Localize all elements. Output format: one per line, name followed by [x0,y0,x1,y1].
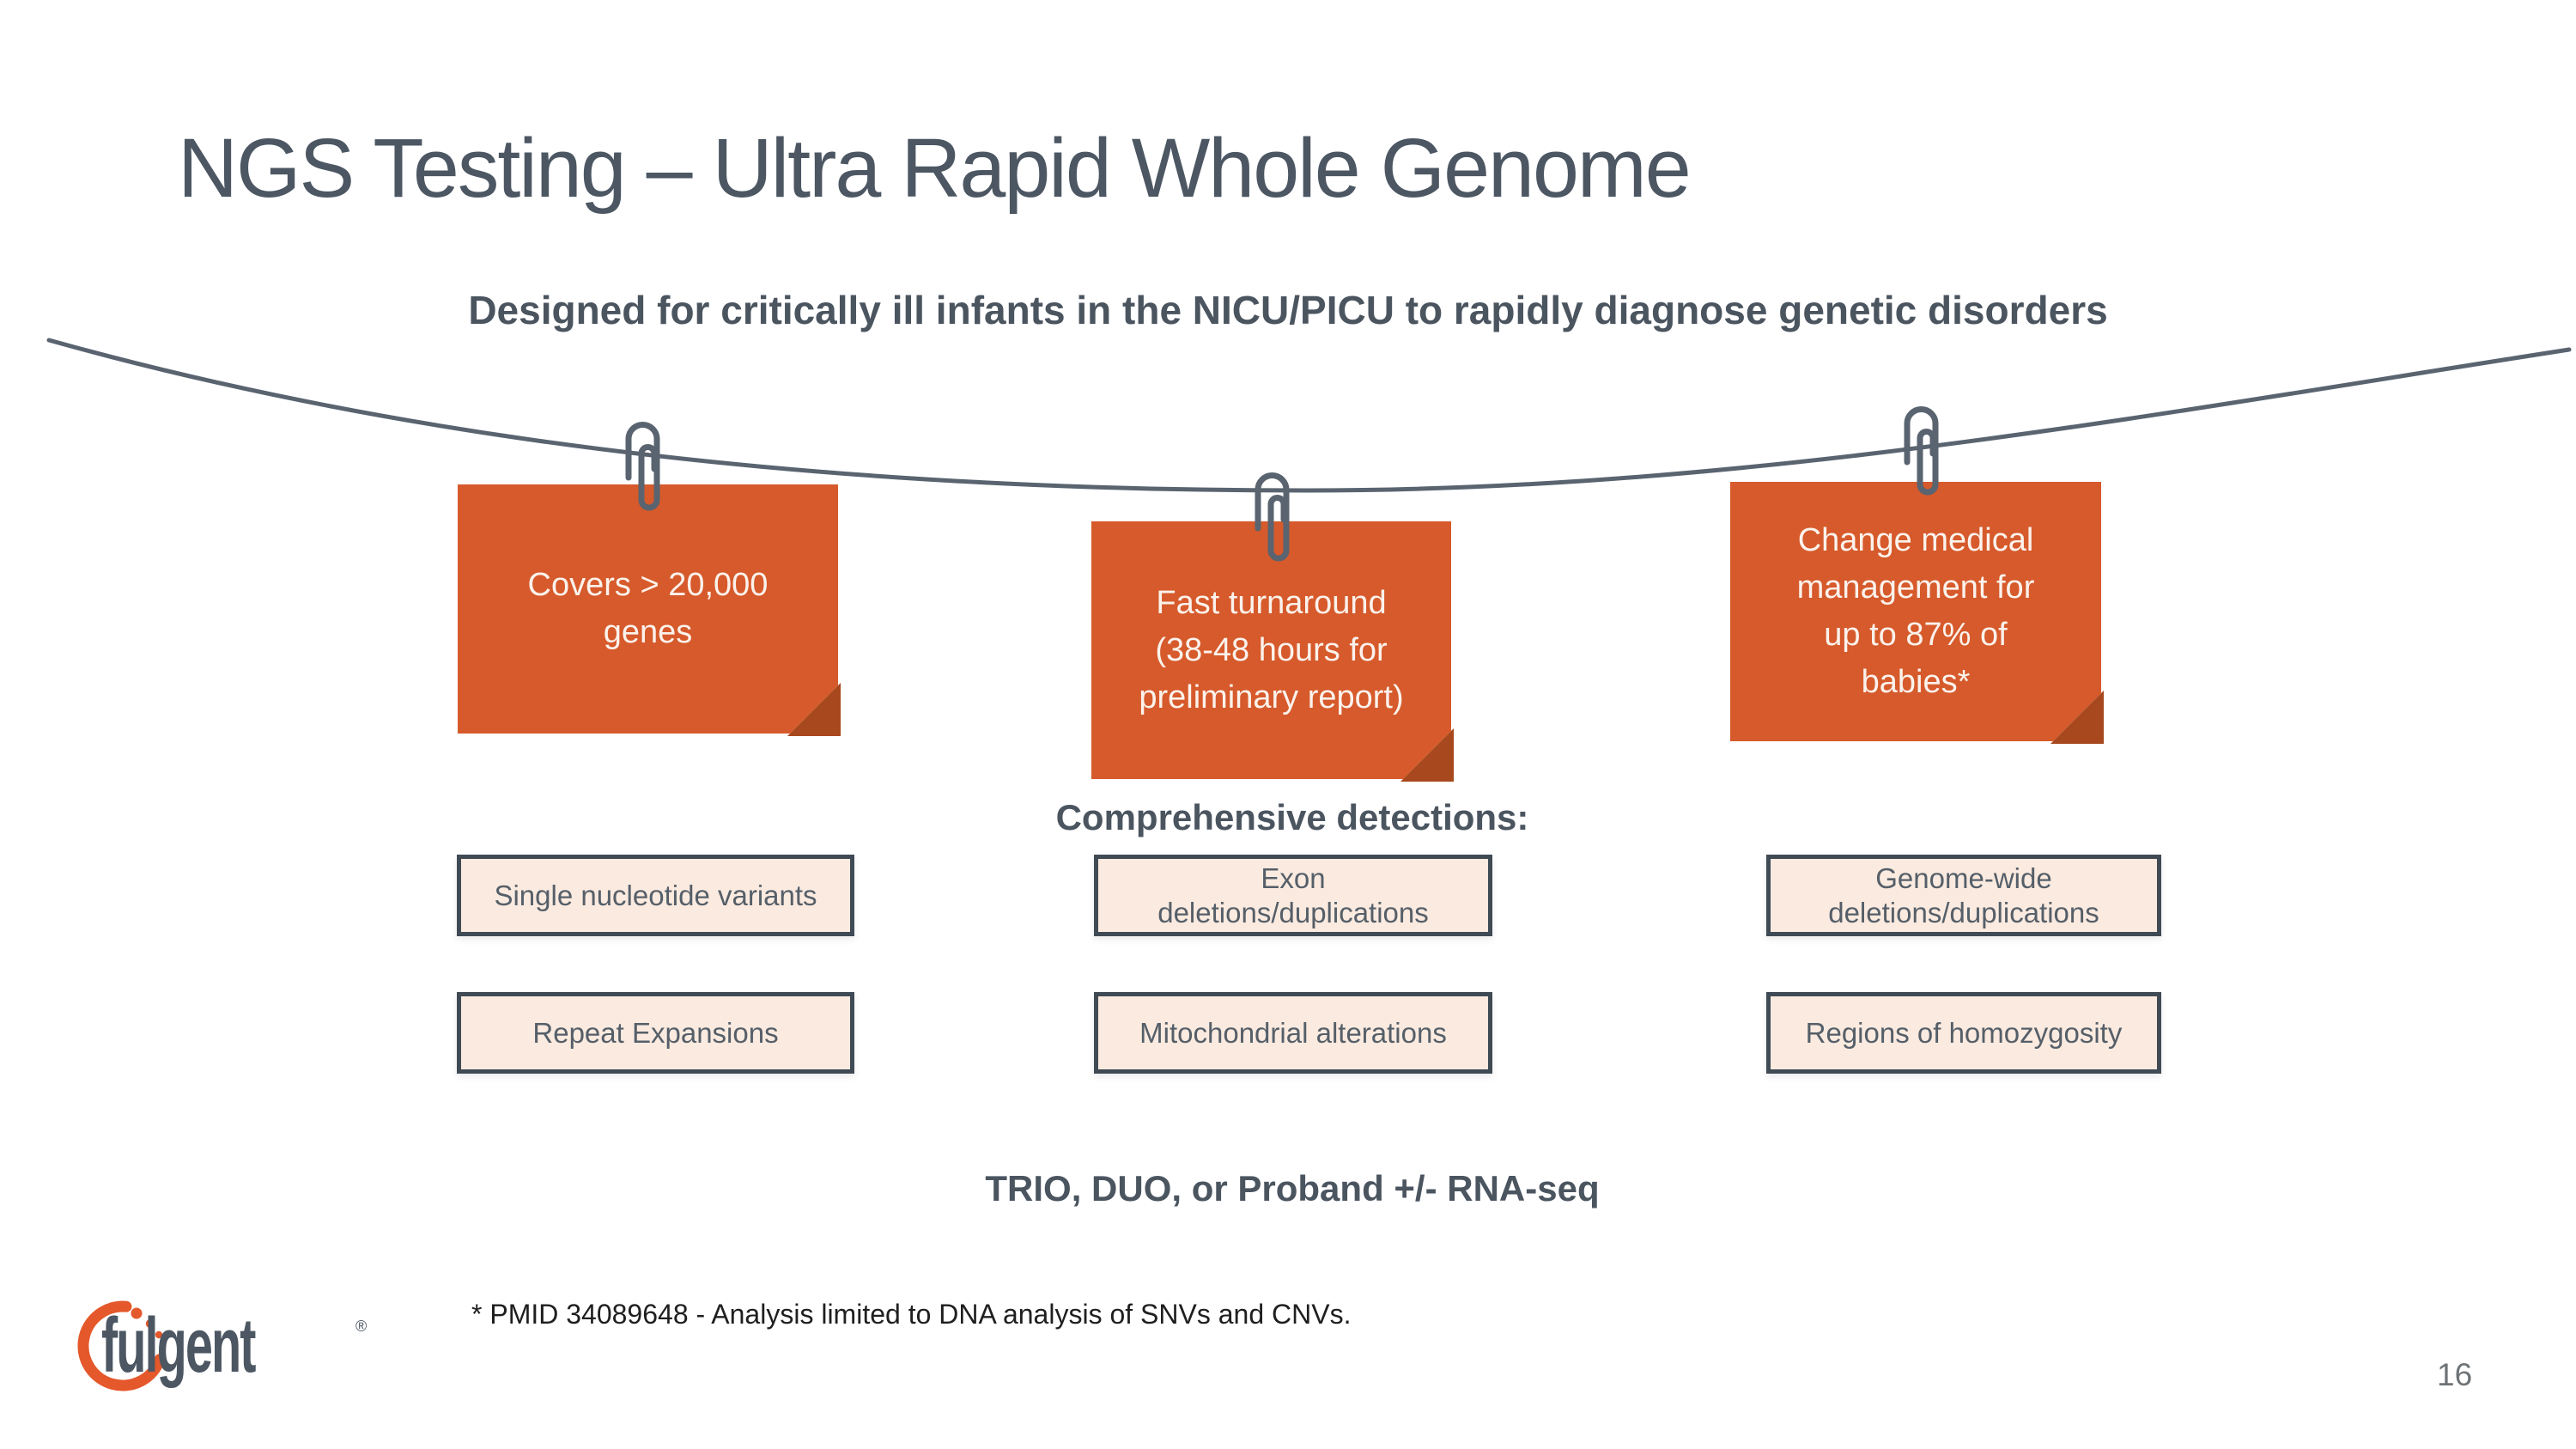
sticky-note-paper [1091,521,1451,779]
paperclip-icon [1255,472,1290,562]
sticky-note-paper [1730,482,2101,741]
detection-box-mito: Mitochondrial alterations [1094,992,1492,1074]
trio-duo-proband-line: TRIO, DUO, or Proband +/- RNA-seq [985,1168,1600,1209]
sticky-note-turnaround: Fast turnaround (38-48 hours for prelimi… [1091,521,1454,782]
paperclip-icon [625,422,660,511]
detection-label: Repeat Expansions [532,1016,779,1049]
detection-box-exon: Exon deletions/duplications [1094,855,1492,936]
sticky-note-text: Fast turnaround (38-48 hours for prelimi… [1139,584,1404,715]
detection-box-homozygosity: Regions of homozygosity [1766,992,2161,1074]
fulgent-ring-icon [77,1300,166,1391]
detection-label: Single nucleotide variants [494,879,817,911]
sticky-note-text: Change medical management for up to 87% … [1796,522,2035,700]
fulgent-logo-wordmark: fulgent [101,1303,256,1389]
sticky-note-management: Change medical management for up to 87% … [1730,482,2104,744]
detection-box-snv: Single nucleotide variants [457,855,854,936]
page-title: NGS Testing – Ultra Rapid Whole Genome [178,121,1692,215]
detection-label: Exon deletions/duplications [1157,861,1429,928]
sticky-note-coverage: Covers > 20,000 genes [458,484,841,736]
slide-subtitle: Designed for critically ill infants in t… [468,288,2108,332]
sticky-note-text: Covers > 20,000 genes [527,567,769,650]
fulgent-logo [73,1297,468,1409]
detections-heading: Comprehensive detections: [1055,797,1529,837]
page-number: 16 [2437,1357,2473,1392]
registered-trademark-icon: ® [355,1318,368,1335]
detection-box-genome-wide: Genome-wide deletions/duplications [1766,855,2161,936]
detection-label: Genome-wide deletions/duplications [1828,861,2099,928]
paperclip-icon [1904,406,1939,496]
footnote-text: * PMID 34089648 - Analysis limited to DN… [471,1299,1352,1330]
sticky-note-paper [458,484,838,734]
detection-box-repeat: Repeat Expansions [457,992,854,1074]
detection-label: Mitochondrial alterations [1139,1016,1447,1049]
detection-label: Regions of homozygosity [1805,1016,2123,1049]
